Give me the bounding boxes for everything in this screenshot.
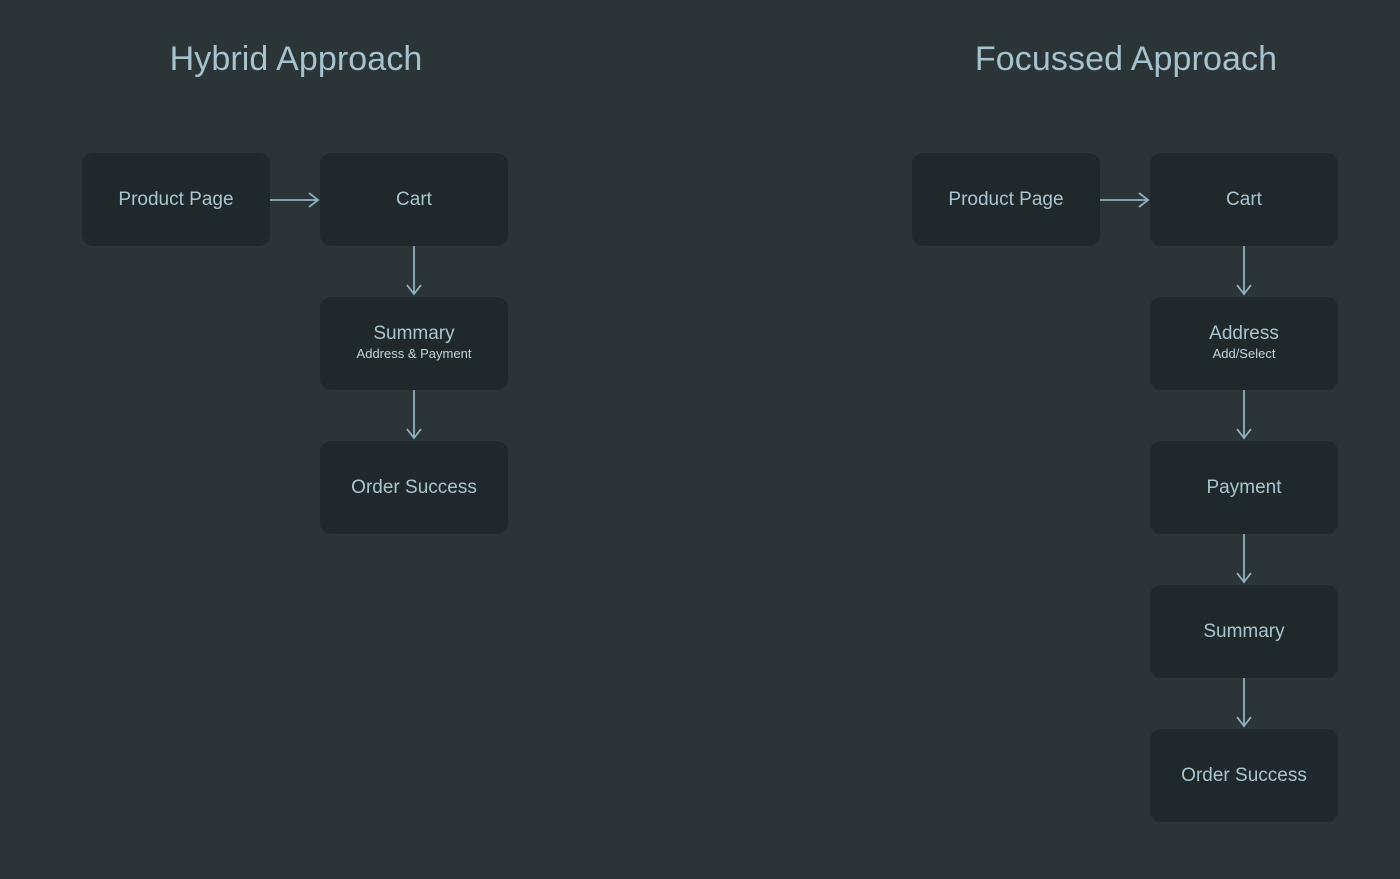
focussed-approach-title: Focussed Approach bbox=[974, 40, 1278, 78]
node-label: Cart bbox=[396, 188, 432, 210]
edge-hybrid-summary-to-order-success bbox=[404, 390, 424, 442]
edge-hybrid-product-to-cart bbox=[270, 190, 322, 210]
node-label: Payment bbox=[1206, 476, 1282, 498]
node-focussed-summary[interactable]: Summary bbox=[1150, 585, 1338, 678]
node-label: Order Success bbox=[1181, 764, 1307, 786]
edge-focussed-cart-to-address bbox=[1234, 246, 1254, 298]
node-label: Summary bbox=[373, 322, 455, 344]
node-hybrid-summary[interactable]: Summary Address & Payment bbox=[320, 297, 508, 390]
hybrid-approach-title: Hybrid Approach bbox=[169, 40, 423, 78]
node-hybrid-cart[interactable]: Cart bbox=[320, 153, 508, 246]
edge-focussed-address-to-payment bbox=[1234, 390, 1254, 442]
node-label: Address bbox=[1209, 322, 1279, 344]
edge-focussed-payment-to-summary bbox=[1234, 534, 1254, 586]
node-label: Order Success bbox=[351, 476, 477, 498]
node-label: Product Page bbox=[948, 188, 1064, 210]
edge-focussed-product-to-cart bbox=[1100, 190, 1152, 210]
node-label: Cart bbox=[1226, 188, 1262, 210]
node-focussed-order-success[interactable]: Order Success bbox=[1150, 729, 1338, 822]
edge-hybrid-cart-to-summary bbox=[404, 246, 424, 298]
edge-focussed-summary-to-order-success bbox=[1234, 678, 1254, 730]
node-label: Product Page bbox=[118, 188, 234, 210]
node-label: Summary bbox=[1203, 620, 1285, 642]
node-hybrid-product-page[interactable]: Product Page bbox=[82, 153, 270, 246]
node-sublabel: Address & Payment bbox=[356, 346, 472, 362]
node-focussed-cart[interactable]: Cart bbox=[1150, 153, 1338, 246]
node-sublabel: Add/Select bbox=[1212, 346, 1276, 362]
node-focussed-address[interactable]: Address Add/Select bbox=[1150, 297, 1338, 390]
node-focussed-payment[interactable]: Payment bbox=[1150, 441, 1338, 534]
node-focussed-product-page[interactable]: Product Page bbox=[912, 153, 1100, 246]
node-hybrid-order-success[interactable]: Order Success bbox=[320, 441, 508, 534]
